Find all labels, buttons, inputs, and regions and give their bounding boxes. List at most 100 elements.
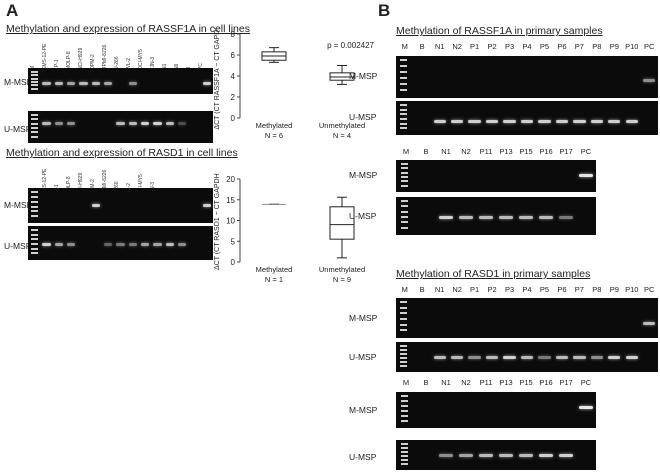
- ladder-band: [401, 216, 408, 218]
- ladder-band: [400, 349, 408, 351]
- gel-band: [128, 82, 138, 86]
- gel-band: [625, 119, 638, 123]
- box-iqr: [329, 72, 355, 81]
- gel-band: [555, 355, 569, 359]
- gel-band: [539, 216, 553, 219]
- ladder-band: [401, 410, 408, 412]
- ladder-band: [400, 329, 408, 332]
- gel-band: [590, 119, 603, 123]
- lane-label: P15: [519, 147, 533, 156]
- gel-band: [579, 406, 593, 410]
- gel-band: [479, 453, 493, 457]
- gel-band: [559, 453, 573, 457]
- gel-band: [91, 82, 101, 86]
- gel-band: [608, 355, 621, 359]
- ladder-band: [401, 415, 408, 417]
- gel-band: [128, 243, 138, 246]
- rassf1a-cellline-m-msp-gel: [28, 68, 213, 94]
- ladder-band: [31, 122, 39, 125]
- gel-band: [643, 79, 656, 83]
- gel-band: [643, 322, 656, 325]
- lane-label: M: [401, 42, 408, 51]
- lane-label: B: [419, 42, 425, 51]
- gel-band: [202, 203, 212, 207]
- gel-band: [433, 119, 446, 123]
- gel-band: [608, 119, 621, 123]
- ladder-band: [401, 420, 408, 422]
- gel-band: [140, 122, 150, 126]
- ladder-band: [31, 81, 39, 83]
- rassf1a-m-msp-label: M-MSP: [4, 77, 33, 87]
- category-label: Unmethylated: [319, 121, 365, 130]
- rasd1-b-m-msp-label: M-MSP: [349, 313, 378, 323]
- lane-label: P2: [487, 42, 497, 51]
- ladder-band: [31, 71, 39, 73]
- ladder-band: [31, 135, 39, 138]
- lane-label: B: [423, 378, 429, 387]
- gel-band: [451, 355, 464, 359]
- lane-label: PC: [644, 285, 655, 294]
- lane-label: P7: [574, 42, 584, 51]
- gel-band: [66, 243, 76, 246]
- ladder-band: [401, 221, 408, 224]
- ladder-band: [400, 89, 408, 91]
- ladder-band: [31, 215, 39, 218]
- ladder-band: [400, 301, 408, 303]
- y-tick-label: 4: [231, 72, 236, 81]
- gel-band: [590, 355, 603, 359]
- gel-band: [573, 119, 586, 123]
- lane-label: N1: [441, 378, 451, 387]
- rassf1a-u-msp-label: U-MSP: [4, 124, 32, 134]
- gel-band: [485, 355, 499, 359]
- category-n-label: N = 6: [265, 131, 283, 140]
- gel-band: [538, 119, 551, 123]
- category-n-label: N = 9: [333, 275, 351, 284]
- lane-label: P10: [625, 285, 639, 294]
- ladder-band: [31, 195, 39, 198]
- rasd1-cellline-m-msp-gel: [28, 188, 213, 223]
- gel-band: [559, 216, 573, 219]
- lane-label: P9: [609, 42, 619, 51]
- lane-label: P6: [557, 285, 567, 294]
- gel-band: [625, 355, 638, 359]
- ladder-band: [31, 238, 39, 241]
- ladder-band: [400, 118, 408, 120]
- gel-band: [520, 355, 534, 359]
- y-tick-label: 6: [231, 51, 236, 60]
- panel-b-label: B: [378, 1, 391, 20]
- gel-band: [520, 119, 534, 123]
- lane-label: P5: [539, 285, 550, 294]
- rasd1-primary-set2-m-msp-gel: [396, 392, 596, 428]
- ladder-band: [401, 184, 408, 187]
- lane-label: P17: [559, 147, 573, 156]
- lane-label: P4: [522, 285, 532, 294]
- gel-band: [519, 453, 533, 457]
- gel-band: [468, 355, 481, 359]
- gel-band: [103, 243, 113, 246]
- ladder-band: [400, 318, 408, 320]
- lane-label: P15: [519, 378, 533, 387]
- gel-band: [165, 243, 175, 246]
- ladder-band: [31, 84, 39, 87]
- y-tick-label: 0: [231, 258, 236, 267]
- lane-label: N2: [461, 147, 471, 156]
- gel-band: [439, 216, 453, 219]
- p-value-annotation: p = 0.002427: [327, 41, 374, 50]
- gel-band: [128, 122, 138, 126]
- gel-band: [468, 119, 481, 123]
- rassf1a-primary-title: Methylation of RASSF1A in primary sample…: [396, 25, 603, 37]
- rasd1-primary-title: Methylation of RASD1 in primary samples: [396, 268, 591, 280]
- gel-band: [519, 216, 533, 219]
- ladder-band: [401, 180, 408, 183]
- rassf1a-primary-set1-u-msp-gel: [396, 101, 658, 135]
- lane-label: P13: [499, 147, 513, 156]
- rassf1a-cellline-u-msp-gel: [28, 111, 213, 143]
- ladder-band: [401, 459, 408, 461]
- y-axis-label: ΔCT (CT RASSF1A − CT GAPDH): [214, 28, 221, 130]
- lane-label: P16: [539, 378, 553, 387]
- cell-line-label: NCI-H929: [78, 47, 84, 70]
- ladder-band: [400, 77, 408, 79]
- category-label: Methylated: [256, 121, 293, 130]
- ladder-band: [31, 247, 39, 250]
